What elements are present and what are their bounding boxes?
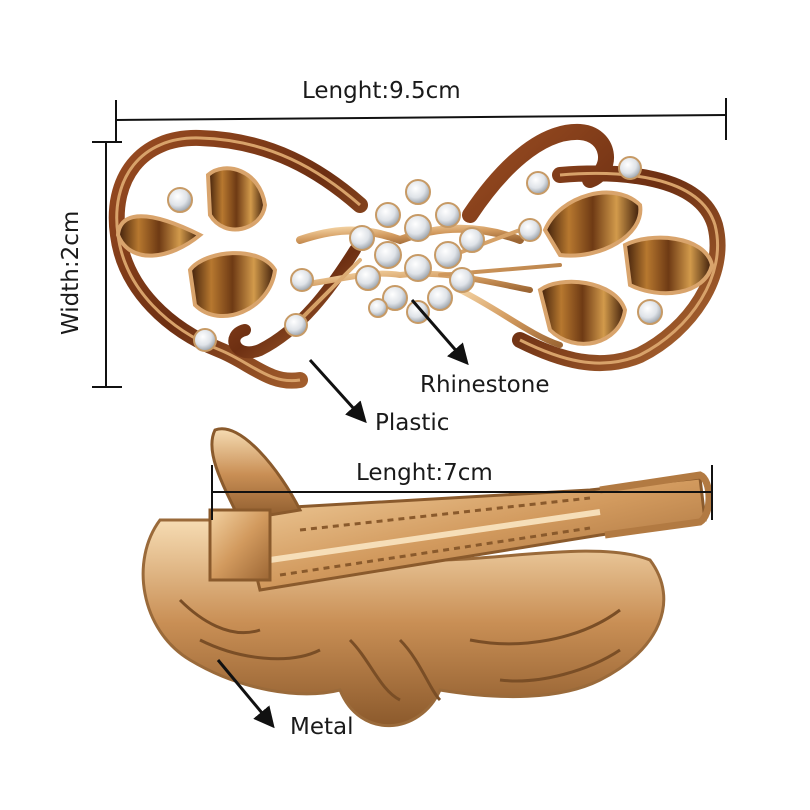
clip-back: [141, 427, 713, 728]
clip-end-loop: [599, 471, 713, 539]
callout-arrows: [216, 299, 469, 729]
rhinestone-arrow: [410, 299, 469, 366]
metal-arrow: [216, 659, 275, 729]
right-inner-curl: [457, 287, 563, 348]
rhinestone-label: Rhinestone: [420, 372, 550, 398]
metal-filigree: [178, 598, 621, 702]
metal-label: Metal: [290, 714, 354, 740]
plastic-label: Plastic: [375, 410, 450, 436]
plastic-arrow: [308, 358, 367, 424]
rhinestones: [167, 156, 663, 352]
tortoise-stones: [115, 166, 715, 346]
spring-lever: [210, 427, 303, 522]
top-length-label: Lenght:9.5cm: [302, 78, 461, 104]
width-label-text: Width:2cm: [58, 210, 84, 335]
dimension-lines: [92, 98, 727, 520]
clip-length-label: Lenght:7cm: [356, 460, 493, 486]
bow-barrette: [108, 123, 726, 389]
